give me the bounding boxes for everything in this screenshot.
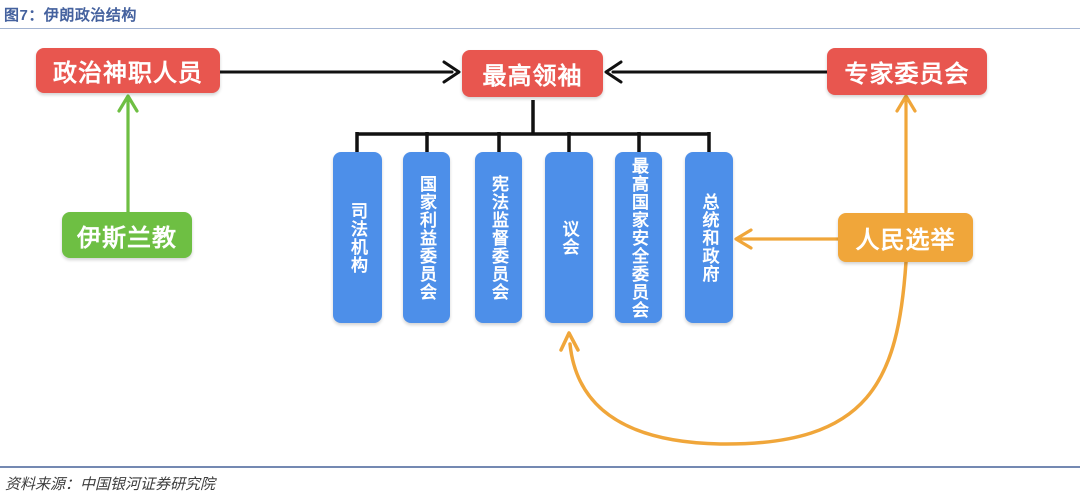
branch-box-judiciary: 司法机构	[333, 152, 382, 323]
branch-box-national-interest-council: 国家利益委员会	[403, 152, 450, 323]
arrow-election-to-president	[734, 228, 840, 250]
arrow-experts-to-leader	[604, 60, 829, 84]
node-supreme-leader: 最高领袖	[462, 50, 603, 97]
footer-divider	[0, 466, 1080, 468]
node-popular-election: 人民选举	[838, 213, 973, 262]
branch-box-guardian-council: 宪法监督委员会	[475, 152, 522, 323]
tree-leader-to-branches	[355, 100, 711, 152]
arrow-election-to-parliament	[559, 260, 908, 446]
node-assembly-of-experts: 专家委员会	[827, 48, 987, 95]
branch-box-supreme-national-security-council: 最高国家安全委员会	[615, 152, 662, 323]
header-divider	[0, 28, 1080, 29]
branch-box-president-and-government: 总统和政府	[685, 152, 733, 323]
branch-box-parliament: 议会	[545, 152, 593, 323]
figure-title: 图7：伊朗政治结构	[4, 7, 137, 24]
arrow-clergy-to-leader	[218, 60, 461, 84]
node-political-clergy: 政治神职人员	[36, 48, 220, 93]
figure-source: 资料来源：中国银河证券研究院	[5, 476, 216, 493]
arrow-election-to-experts	[895, 94, 917, 215]
node-islam: 伊斯兰教	[62, 212, 192, 258]
arrow-islam-to-clergy	[117, 94, 139, 214]
